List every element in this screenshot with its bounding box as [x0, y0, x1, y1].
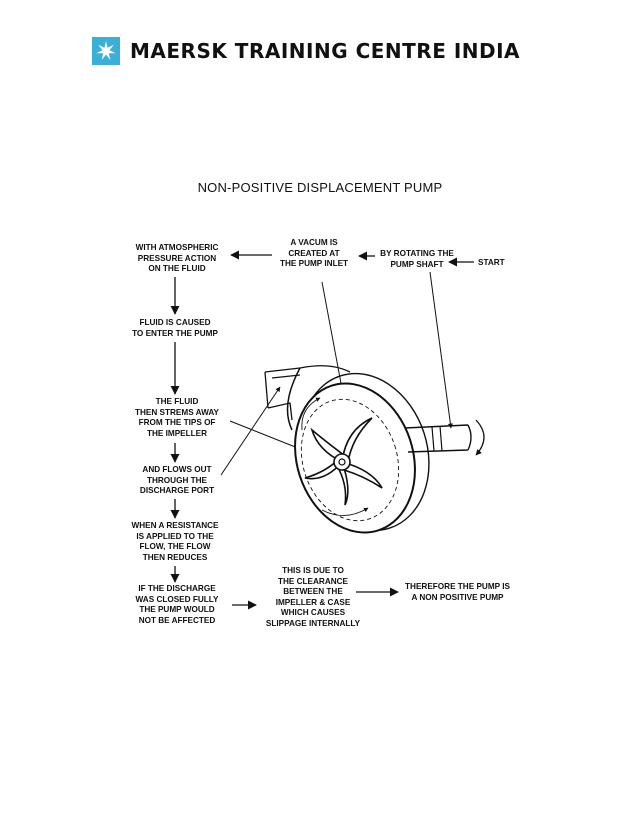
label-start: START — [478, 258, 505, 269]
label-line: A VACUM IS — [290, 238, 338, 247]
label-line: FLUID IS CAUSED — [139, 318, 211, 327]
label-line: THE PUMP INLET — [279, 259, 349, 269]
label-line: DISCHARGE PORT — [139, 486, 215, 496]
label-line: THE PUMP WOULD — [139, 605, 215, 615]
label-line: SLIPPAGE INTERNALLY — [265, 618, 361, 628]
label-line: ON THE FLUID — [148, 264, 206, 274]
label-resistance: WHEN A RESISTANCE IS APPLIED TO THE FLOW… — [120, 521, 230, 563]
rotation-arrow — [475, 419, 485, 456]
label-line: THIS IS DUE TO — [282, 566, 344, 575]
label-line: FROM THE TIPS OF — [138, 418, 216, 428]
label-streams: THE FLUID THEN STREMS AWAY FROM THE TIPS… — [122, 397, 232, 439]
leader-discharge-to-port — [220, 386, 281, 476]
label-line: BETWEEN THE — [283, 587, 343, 597]
front-casing — [294, 382, 416, 534]
label-line: PRESSURE ACTION — [137, 253, 217, 263]
label-line: WHEN A RESISTANCE — [131, 521, 219, 530]
label-closed: IF THE DISCHARGE WAS CLOSED FULLY THE PU… — [122, 584, 232, 626]
header: MAERSK TRAINING CENTRE INDIA — [92, 34, 520, 68]
label-therefore: THEREFORE THE PUMP IS A NON POSITIVE PUM… — [400, 582, 515, 603]
label-discharge-port: AND FLOWS OUT THROUGH THE DISCHARGE PORT — [122, 465, 232, 497]
pump-shaft — [404, 424, 472, 453]
leader-rotating-to-shaft — [429, 271, 453, 429]
label-line: IS APPLIED TO THE — [136, 531, 214, 541]
casing-inner — [300, 398, 400, 522]
label-line: PUMP SHAFT — [390, 259, 444, 269]
label-clearance: THIS IS DUE TO THE CLEARANCE BETWEEN THE… — [258, 566, 368, 630]
flow-swirl-2 — [301, 397, 321, 431]
label-line: AND FLOWS OUT — [142, 465, 212, 474]
flow-arrows — [170, 250, 474, 610]
label-line: IMPELLER & CASE — [275, 597, 351, 607]
label-line: TO ENTER THE PUMP — [132, 328, 218, 338]
label-atmospheric: WITH ATMOSPHERIC PRESSURE ACTION ON THE … — [122, 243, 232, 275]
shaft-collar — [431, 425, 443, 452]
label-line: THE IMPELLER — [146, 428, 208, 438]
label-line: WITH ATMOSPHERIC — [135, 243, 219, 252]
volute-casing — [286, 367, 301, 431]
label-line: THEREFORE THE PUMP IS — [405, 582, 510, 591]
flow-swirl-1 — [321, 507, 369, 516]
pump-illustration — [264, 365, 485, 534]
label-line: FLOW, THE FLOW — [139, 542, 211, 552]
discharge-port — [264, 365, 351, 421]
label-line: A NON POSITIVE PUMP — [411, 592, 504, 602]
label-line: THEN REDUCES — [142, 552, 208, 562]
label-line: NOT BE AFFECTED — [138, 615, 216, 625]
label-line: WHICH CAUSES — [280, 608, 346, 618]
brand-title: MAERSK TRAINING CENTRE INDIA — [130, 39, 521, 63]
label-vacuum: A VACUM IS CREATED AT THE PUMP INLET — [270, 238, 358, 270]
seven-point-star-icon — [92, 37, 120, 65]
diagram-title: NON-POSITIVE DISPLACEMENT PUMP — [197, 180, 443, 195]
impeller-eye — [338, 458, 346, 466]
label-line: THE CLEARANCE — [277, 576, 349, 586]
label-line: THROUGH THE — [146, 475, 208, 485]
label-line: CREATED AT — [288, 248, 340, 258]
label-line: BY ROTATING THE — [380, 249, 454, 258]
star-shape — [96, 41, 116, 61]
label-line: WAS CLOSED FULLY — [135, 594, 219, 604]
label-rotating: BY ROTATING THE PUMP SHAFT — [371, 249, 463, 270]
label-line: THE FLUID — [155, 397, 199, 406]
impeller-hub — [333, 453, 351, 471]
label-line: START — [478, 258, 505, 267]
label-line: IF THE DISCHARGE — [138, 584, 216, 593]
label-enter: FLUID IS CAUSED TO ENTER THE PUMP — [120, 318, 230, 339]
label-line: THEN STREMS AWAY — [134, 407, 219, 417]
